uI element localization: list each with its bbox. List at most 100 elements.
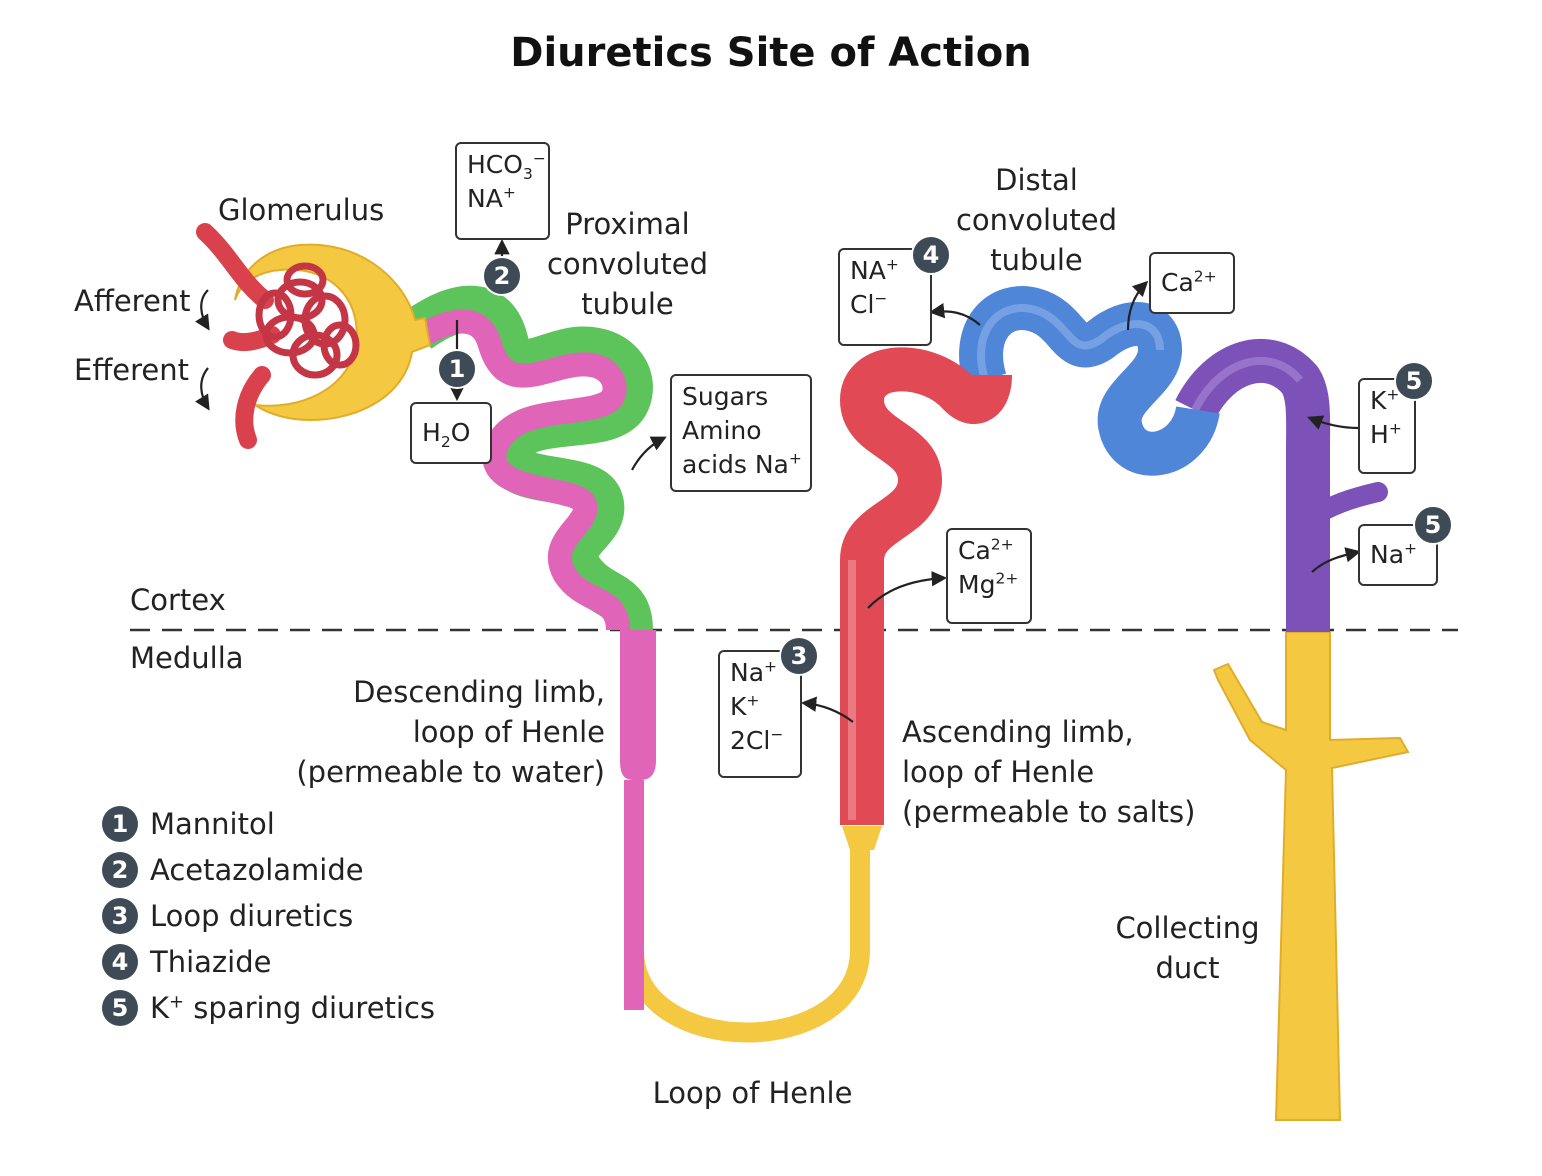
ca-mg-box: Ca2+ Mg2+ [946, 528, 1032, 624]
collecting-duct [1212, 631, 1410, 1121]
nak2cl-line2: K+ [730, 690, 790, 724]
sugars-na-text: acids Na [682, 450, 789, 479]
legend-badge-2: 2 [102, 852, 138, 888]
ca-text: Ca [958, 536, 991, 565]
distal-label-line1: Distal [995, 163, 1078, 197]
collecting-duct-label: Collecting duct [1105, 908, 1270, 988]
badge-4: 4 [911, 235, 951, 275]
kh-line2: H+ [1370, 418, 1404, 452]
proximal-label-line3: tubule [581, 287, 674, 321]
legend-item-2: 2 Acetazolamide [102, 850, 364, 890]
sugars-line2: Amino [682, 416, 762, 445]
legend-text-2: Acetazolamide [150, 853, 364, 887]
hco3-na-box: HCO3− NA+ [455, 142, 550, 240]
sugars-line3: acids Na+ [682, 448, 802, 482]
na-collecting-text: Na [1370, 540, 1405, 569]
loop-of-henle-label: Loop of Henle [652, 1076, 853, 1110]
h2o-h: H [422, 418, 441, 447]
legend-text-3: Loop diuretics [150, 899, 354, 933]
badge-2: 2 [482, 256, 522, 296]
nak2cl-k: K [730, 692, 747, 721]
badge-1: 1 [437, 349, 477, 389]
legend-item-1: 1 Mannitol [102, 804, 275, 844]
loop-of-henle-thin [624, 780, 882, 1043]
cortex-label: Cortex [130, 583, 226, 617]
legend-text-5: K+ sparing diuretics [150, 991, 435, 1025]
glomerulus-label: Glomerulus [218, 193, 385, 227]
hco3-sub: 3 [522, 165, 533, 183]
ca-distal-box: Ca2+ [1149, 252, 1235, 314]
collecting-tubule [1175, 338, 1388, 632]
legend-text-1: Mannitol [150, 807, 275, 841]
descending-limb-label: Descending limb, loop of Henle (permeabl… [280, 672, 605, 792]
proximal-label-line2: convoluted [546, 247, 709, 281]
ascending-label-line2: loop of Henle [902, 755, 1095, 789]
legend-item-3: 3 Loop diuretics [102, 896, 353, 936]
descending-limb [620, 630, 656, 780]
nak2cl-line3: 2Cl− [730, 724, 790, 758]
proximal-label: Proximal convoluted tubule [545, 204, 710, 324]
kh-k: K [1370, 386, 1387, 415]
sugars-na-sup: + [788, 449, 802, 468]
diagram-title: Diuretics Site of Action [510, 30, 1032, 76]
nak2cl-cl-sup: − [770, 725, 784, 744]
nak2cl-k-sup: + [746, 691, 760, 710]
ascending-label-line1: Ascending limb, [902, 715, 1134, 749]
hco3-text: HCO [467, 150, 523, 179]
na-cl-line2: Cl− [850, 288, 920, 322]
sugars-line1: Sugars [682, 382, 769, 411]
h2o-sub: 2 [440, 433, 451, 451]
legend-text-5-k: K [150, 991, 170, 1025]
ascending-limb-label: Ascending limb, loop of Henle (permeable… [902, 712, 1195, 832]
legend-badge-1: 1 [102, 806, 138, 842]
descending-label-line2: loop of Henle [412, 715, 605, 749]
mg-text: Mg [958, 570, 996, 599]
kh-h: H [1370, 420, 1389, 449]
ascending-limb [839, 347, 1012, 825]
badge-5-kh: 5 [1394, 361, 1434, 401]
na-cl-na-sup: + [885, 255, 899, 274]
mg-sup: 2+ [995, 569, 1019, 588]
legend-text-4: Thiazide [150, 945, 272, 979]
distal-label-line3: tubule [990, 243, 1083, 277]
na-sup: + [502, 183, 516, 202]
legend-item-5: 5 K+ sparing diuretics [102, 988, 435, 1028]
transport-arrows [194, 238, 1362, 723]
ca-sup: 2+ [990, 535, 1014, 554]
hco3-line: HCO3− [467, 148, 546, 183]
na-cl-cl-sup: − [874, 289, 888, 308]
ca-distal-sup: 2+ [1193, 267, 1217, 286]
na-collecting-box: Na+ [1358, 524, 1438, 586]
kh-h-sup: + [1388, 419, 1402, 438]
medulla-label: Medulla [130, 641, 244, 675]
descending-label-line1: Descending limb, [353, 675, 605, 709]
h2o-o: O [450, 418, 471, 447]
na-line: NA+ [467, 182, 538, 216]
nak2cl-na: Na [730, 658, 765, 687]
nak2cl-na-sup: + [764, 657, 778, 676]
glomerulus-capillaries [196, 223, 360, 449]
kh-line1: K+ [1370, 384, 1404, 418]
ca-distal-text: Ca [1161, 268, 1194, 297]
nak2cl-line1: Na+ [730, 656, 790, 690]
distal-tubule [959, 286, 1220, 476]
legend-item-4: 4 Thiazide [102, 942, 271, 982]
ascending-label-line3: (permeable to salts) [902, 795, 1196, 829]
legend-text-5-sup: + [169, 991, 185, 1013]
badge-3: 3 [779, 636, 819, 676]
legend-badge-5: 5 [102, 990, 138, 1026]
legend-badge-3: 3 [102, 898, 138, 934]
h2o-box: H2O [410, 402, 492, 464]
na-collecting-sup: + [1404, 539, 1418, 558]
collecting-label-line1: Collecting [1115, 911, 1260, 945]
distal-label-line2: convoluted [955, 203, 1118, 237]
afferent-label: Afferent [74, 284, 191, 318]
descending-label-line3: (permeable to water) [296, 755, 605, 789]
hco3-sup: − [532, 149, 546, 168]
na-text: NA [467, 184, 503, 213]
distal-label: Distal convoluted tubule [954, 160, 1119, 280]
badge-5-na: 5 [1413, 505, 1453, 545]
na-cl-line1: NA+ [850, 254, 920, 288]
